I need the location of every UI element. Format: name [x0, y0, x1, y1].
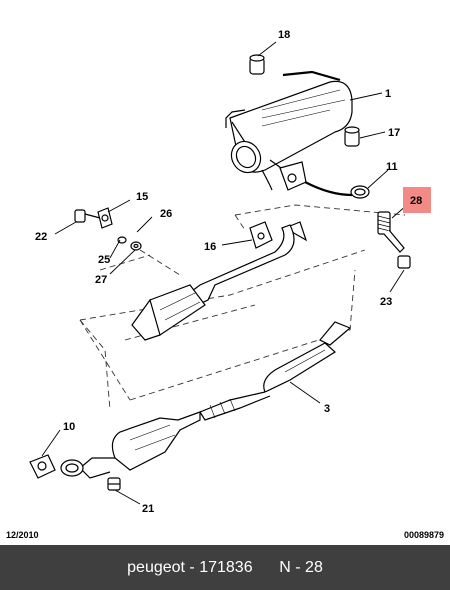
caption-brand: peugeot	[127, 558, 185, 576]
spring-bolt-28	[377, 211, 411, 269]
callout-26: 26	[160, 208, 172, 220]
gasket-10	[29, 454, 56, 479]
callout-22: 22	[35, 231, 47, 243]
callout-11: 11	[386, 161, 398, 173]
nut-21	[107, 477, 121, 491]
caption-separator: -	[184, 558, 200, 576]
callout-1: 1	[385, 88, 391, 100]
callout-3: 3	[324, 403, 330, 415]
rubber-mount-17	[344, 126, 360, 147]
rubber-mount-18	[249, 54, 265, 75]
rear-muffler	[225, 70, 353, 191]
callout-21: 21	[142, 503, 154, 515]
exhaust-system-diagram: 1 3 10 11 15 16 17 18 21 22 23 25 26 27 …	[29, 29, 431, 515]
bolt-clamp-15-22	[74, 207, 113, 229]
front-catalyst	[60, 411, 201, 479]
footer-code: 00089879	[403, 530, 444, 540]
callout-23: 23	[380, 296, 392, 308]
callout-17: 17	[388, 127, 400, 139]
callout-10: 10	[63, 421, 75, 433]
caption-position: N - 28	[279, 558, 323, 576]
caption-part-number: 171836	[199, 558, 253, 576]
footer-date: 12/2010	[6, 530, 39, 540]
muffler-flange	[279, 161, 307, 191]
highlight-box-28	[403, 187, 431, 213]
callout-28: 28	[410, 195, 422, 207]
callout-25: 25	[98, 254, 110, 266]
dashed-frames	[79, 204, 406, 411]
caption-gap	[253, 559, 280, 577]
callout-27: 27	[95, 274, 107, 286]
caption-bar: peugeot - 171836 N - 28	[0, 545, 450, 590]
front-pipe-upper	[131, 224, 295, 341]
washers-25-27	[117, 236, 142, 251]
leader-lines	[41, 41, 408, 505]
callout-16: 16	[204, 241, 216, 253]
callout-15: 15	[136, 191, 148, 203]
gasket-ring-11	[304, 181, 370, 199]
centre-pipe-3	[199, 321, 352, 421]
callout-18: 18	[278, 29, 290, 41]
bracket-16	[249, 221, 308, 249]
